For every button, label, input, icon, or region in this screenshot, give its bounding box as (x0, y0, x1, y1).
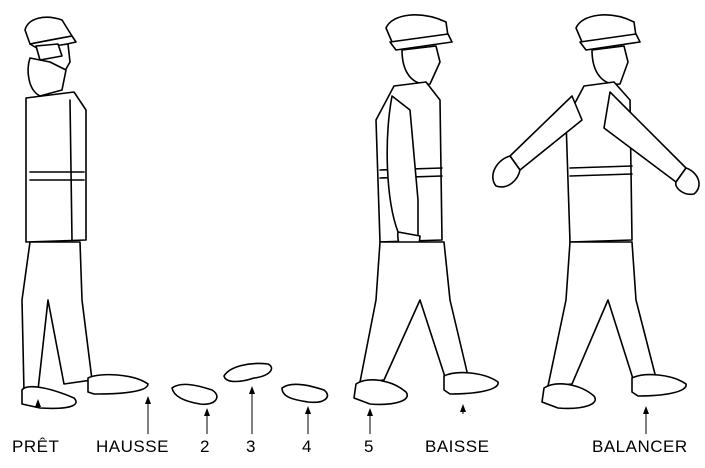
label-step-5: 5 (364, 437, 374, 456)
arrow-5 (367, 408, 373, 434)
label-step-3: 3 (246, 437, 256, 456)
arrow-4 (305, 406, 311, 434)
walking-soldier-figure (353, 14, 499, 406)
label-pret: PRÊT (12, 437, 60, 456)
footprint-2 (171, 383, 218, 406)
label-step-4: 4 (302, 437, 312, 456)
footprints (171, 362, 329, 406)
footprint-4 (281, 383, 329, 404)
label-balancer: BALANCER (592, 437, 688, 456)
arrow-baisse (460, 404, 466, 414)
label-hausse: HAUSSE (96, 437, 169, 456)
marching-soldier-figure (492, 14, 700, 410)
saluting-soldier-figure (21, 16, 149, 410)
arrow-balancer (643, 406, 649, 434)
label-baisse: BAISSE (425, 437, 490, 456)
label-step-2: 2 (200, 437, 210, 456)
arrow-3 (249, 386, 255, 434)
arrow-pret (35, 399, 41, 407)
footprint-3 (223, 362, 273, 383)
arrow-hausse (145, 396, 151, 434)
pointer-arrows (35, 386, 649, 434)
arrow-2 (204, 408, 210, 434)
